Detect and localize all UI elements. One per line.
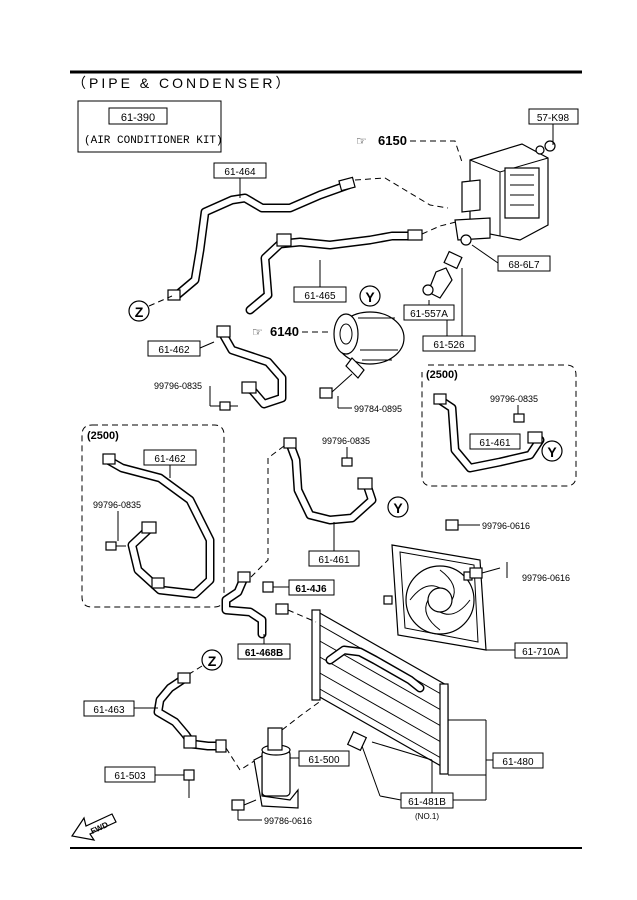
label-61-526-box[interactable] — [422, 335, 476, 352]
ref-unit: 6150 — [378, 133, 407, 148]
marker-y-top — [359, 285, 381, 307]
label-99786-0616[interactable]: 99786-0616 — [264, 816, 312, 826]
label-61-463[interactable]: 61-463 — [93, 705, 125, 716]
ref-compressor: 6140 — [270, 324, 299, 339]
marker-y-top-label: Y — [365, 289, 375, 305]
variant-label-left: (2500) — [87, 430, 119, 442]
receiver-drier — [253, 727, 299, 809]
label-99796-0616-a[interactable]: 99796-0616 — [482, 521, 530, 531]
marker-z-bottom-label: Z — [208, 653, 217, 669]
ref-compressor-icon: ☞ — [252, 325, 263, 339]
kit-description: (AIR CONDITIONER KIT) — [84, 135, 223, 147]
label-61-462[interactable]: 61-462 — [158, 345, 190, 356]
label-61-465[interactable]: 61-465 — [304, 291, 336, 302]
variant-box-right — [421, 364, 577, 487]
label-61-500[interactable]: 61-500 — [308, 755, 340, 766]
label-61-503[interactable]: 61-503 — [114, 771, 146, 782]
label-61-481B-box[interactable] — [400, 792, 454, 809]
label-99796-0616-b[interactable]: 99796-0616 — [522, 573, 570, 583]
label-61-461-a-box[interactable] — [469, 433, 521, 450]
label-99796-0835-d[interactable]: 99796-0835 — [322, 436, 370, 446]
expansion-valve — [422, 250, 463, 299]
label-99796-0835-a[interactable]: 99796-0835 — [154, 381, 202, 391]
label-68-6L7[interactable]: 68-6L7 — [508, 260, 540, 271]
label-61-526[interactable]: 61-526 — [433, 340, 465, 351]
label-68-6L7-box[interactable] — [497, 255, 551, 272]
fan-shroud — [383, 544, 487, 651]
variant-label-right: (2500) — [426, 369, 458, 381]
label-61-481B[interactable]: 61-481B — [408, 797, 446, 808]
label-61-461-a[interactable]: 61-461 — [479, 438, 511, 449]
label-99796-0835-b[interactable]: 99796-0835 — [490, 394, 538, 404]
label-61-557A-box[interactable] — [403, 304, 455, 321]
marker-z-top — [128, 300, 150, 322]
ref-unit-icon: ☞ — [356, 134, 367, 148]
ac-unit — [454, 140, 556, 246]
label-61-710A[interactable]: 61-710A — [522, 647, 560, 658]
label-99784-0895[interactable]: 99784-0895 — [354, 404, 402, 414]
fwd-arrow — [70, 813, 117, 841]
label-99796-0835-c[interactable]: 99796-0835 — [93, 500, 141, 510]
label-61-4J6[interactable]: 61-4J6 — [295, 584, 327, 595]
marker-y-right — [541, 440, 563, 462]
label-no1: (NO.1) — [415, 812, 439, 821]
marker-z-top-label: Z — [135, 304, 144, 320]
marker-y-center-label: Y — [393, 500, 403, 516]
label-61-464[interactable]: 61-464 — [224, 167, 256, 178]
kit-part-box[interactable] — [108, 107, 168, 125]
compressor — [333, 311, 405, 379]
label-57-K98[interactable]: 57-K98 — [537, 113, 570, 124]
label-61-462-b[interactable]: 61-462 — [154, 454, 186, 465]
kit-part-number[interactable]: 61-390 — [121, 112, 155, 124]
variant-box-left — [81, 424, 225, 608]
marker-y-center — [387, 496, 409, 518]
marker-z-bottom — [201, 649, 223, 671]
kit-frame — [77, 100, 222, 153]
label-61-461-b[interactable]: 61-461 — [318, 555, 350, 566]
label-61-557A[interactable]: 61-557A — [410, 309, 448, 320]
diagram-title: （PIPE & CONDENSER） — [72, 75, 292, 91]
label-61-462-box[interactable] — [147, 340, 201, 357]
marker-y-right-label: Y — [547, 444, 557, 460]
label-61-468B[interactable]: 61-468B — [245, 648, 283, 659]
label-61-480[interactable]: 61-480 — [502, 757, 534, 768]
